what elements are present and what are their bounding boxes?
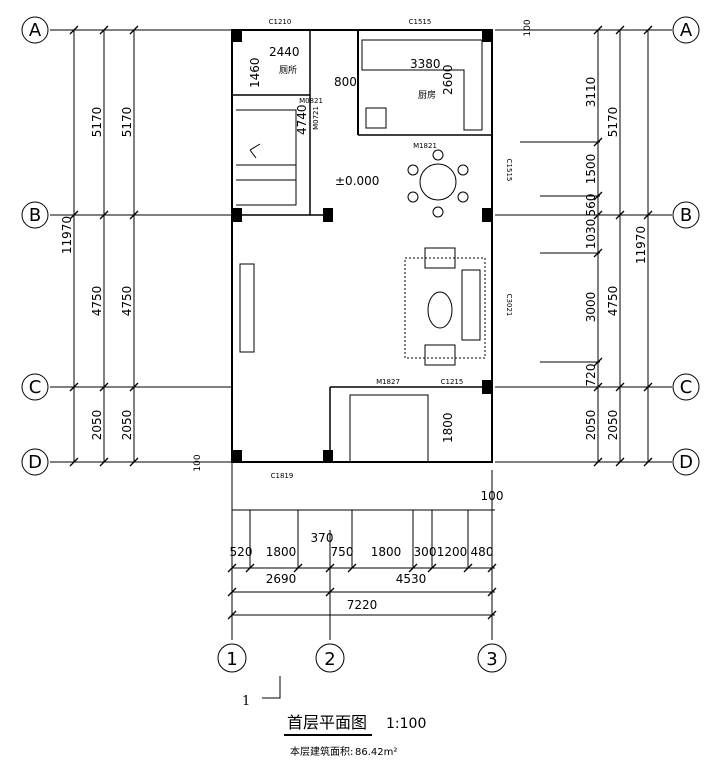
- dim-left-inner-2: 4750: [120, 286, 134, 317]
- room-dim-2440: 2440: [269, 45, 300, 59]
- tag-m1827: M1827: [376, 378, 400, 386]
- room-dim-4740: 4740: [295, 104, 309, 135]
- room-dim-3380: 3380: [410, 57, 441, 71]
- tag-m1821: M1821: [413, 142, 437, 150]
- dim-right-detail-5: 3000: [584, 292, 598, 323]
- dim-left-offset: 100: [193, 454, 203, 471]
- axis-bubble-2: 2: [324, 649, 335, 670]
- room-dim-2600: 2600: [441, 64, 455, 95]
- dim-left-inner-3: 2050: [120, 410, 134, 441]
- drawing-scale: 1:100: [386, 716, 426, 732]
- dim-right-top: 100: [523, 19, 533, 36]
- floor-elevation: ±0.000: [335, 174, 379, 188]
- drawing-title: 首层平面图: [287, 713, 367, 732]
- dim-right-detail-3: 560: [584, 194, 598, 217]
- dim-bottom-detail-3: 750: [331, 545, 354, 559]
- axis-bubble-b-left: B: [29, 205, 41, 226]
- dim-right-detail-7: 2050: [584, 410, 598, 441]
- dim-bottom-detail-4: 1800: [371, 545, 402, 559]
- dim-bottom-mid-1: 2690: [266, 572, 297, 586]
- dim-right-mid-3: 2050: [606, 410, 620, 441]
- room-label-kitchen: 厨房: [418, 89, 436, 101]
- axis-bubble-3: 3: [486, 649, 497, 670]
- tag-c1210: C1210: [269, 18, 292, 26]
- dim-right-detail-2: 1500: [584, 154, 598, 185]
- tag-m0821: M0821: [299, 97, 323, 105]
- dim-bottom-detail-2: 1800: [266, 545, 297, 559]
- dim-bottom-offset: 100: [481, 489, 504, 503]
- dim-left-outer-2: 4750: [90, 286, 104, 317]
- dim-bottom-total: 7220: [347, 598, 378, 612]
- tag-c1215: C1215: [441, 378, 464, 386]
- tag-c1515-top: C1515: [409, 18, 432, 26]
- dim-bottom-detail-7: 480: [471, 545, 494, 559]
- tag-c3021: C3021: [505, 294, 513, 317]
- dim-right-mid-1: 5170: [606, 107, 620, 138]
- section-number: 1: [242, 694, 250, 709]
- axis-bubble-d-left: D: [28, 452, 42, 473]
- dim-left-outer-1: 5170: [90, 107, 104, 138]
- axis-bubble-b-right: B: [680, 205, 692, 226]
- axis-bubble-1: 1: [226, 649, 237, 670]
- axis-bubble-c-right: C: [680, 377, 693, 398]
- dim-right-mid-2: 4750: [606, 286, 620, 317]
- dim-bottom-detail-5: 300: [414, 545, 437, 559]
- dim-bottom-detail-6: 1200: [437, 545, 468, 559]
- dim-left-inner-1: 5170: [120, 107, 134, 138]
- room-dim-1800: 1800: [441, 412, 455, 443]
- axis-bubble-c-left: C: [29, 377, 42, 398]
- room-dim-800: 800: [334, 75, 357, 89]
- axis-bubble-d-right: D: [679, 452, 693, 473]
- room-dim-1460: 1460: [248, 57, 262, 88]
- dim-right-detail-6: 720: [584, 364, 598, 387]
- tag-c1819: C1819: [271, 472, 294, 480]
- dim-bottom-detail-1: 520: [230, 545, 253, 559]
- area-label: 本层建筑面积:: [290, 745, 353, 758]
- axis-bubble-a-right: A: [680, 20, 693, 41]
- dim-left-outer-3: 2050: [90, 410, 104, 441]
- dim-bottom-370: 370: [311, 531, 334, 545]
- dim-right-detail-1: 3110: [584, 77, 598, 108]
- dim-left-total: 11970: [60, 216, 74, 254]
- room-label-toilet: 厕所: [279, 65, 297, 76]
- axis-bubble-a-left: A: [29, 20, 42, 41]
- dim-right-detail-4: 1030: [584, 219, 598, 250]
- tag-m0721: M0721: [312, 106, 320, 130]
- dim-bottom-mid-2: 4530: [396, 572, 427, 586]
- tag-c1515-side: C1515: [505, 159, 513, 182]
- dim-right-total: 11970: [634, 226, 648, 264]
- area-value: 86.42m²: [355, 747, 397, 758]
